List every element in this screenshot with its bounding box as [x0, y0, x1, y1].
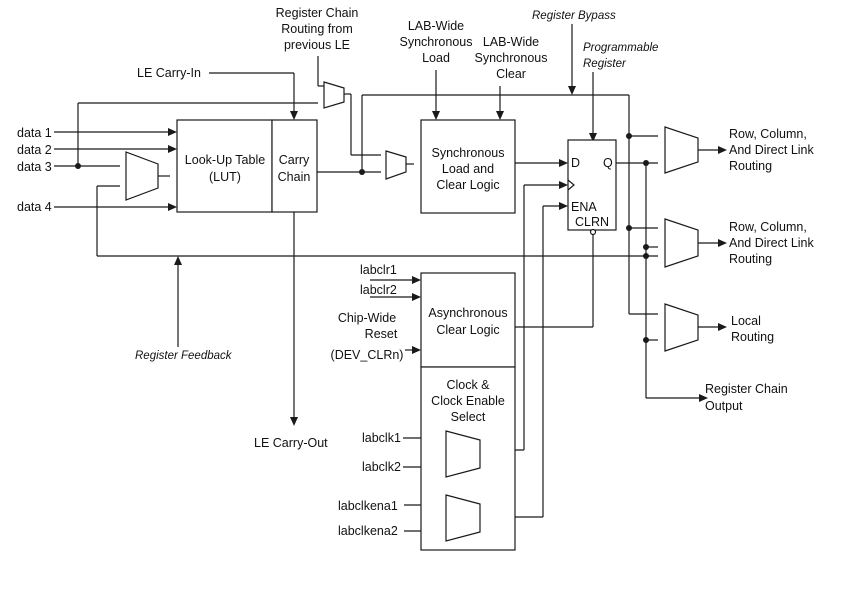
lut-label-2: (LUT): [209, 170, 241, 184]
labclkena2-label: labclkena2: [338, 524, 398, 538]
sync-clear-label-2: Synchronous: [475, 51, 548, 65]
chain-output-label-2: Output: [705, 399, 743, 413]
chain-routing-label-1: Register Chain: [276, 6, 359, 20]
local-output-label-2: Routing: [731, 330, 774, 344]
register-q-label: Q: [603, 156, 613, 170]
clock-select-label-2: Clock Enable: [431, 394, 505, 408]
sync-logic-block: [420, 119, 516, 214]
output-mux-row2: [664, 218, 699, 268]
wires: [54, 24, 720, 532]
local-output-label-1: Local: [731, 314, 761, 328]
lut-label-1: Look-Up Table: [185, 153, 265, 167]
async-logic-block: [420, 272, 516, 368]
sync-clear-label-3: Clear: [496, 67, 526, 81]
carry-in-label: LE Carry-In: [137, 66, 201, 80]
row2-output-label-1: Row, Column,: [729, 220, 807, 234]
sync-clear-label-1: LAB-Wide: [483, 35, 539, 49]
register-d-label: D: [571, 156, 580, 170]
row1-output-label-2: And Direct Link: [729, 143, 815, 157]
labclk1-label: labclk1: [362, 431, 401, 445]
sync-load-label-3: Load: [422, 51, 450, 65]
clock-select-label-1: Clock &: [446, 378, 490, 392]
chain-routing-label-2: Routing from: [281, 22, 353, 36]
row2-output-label-2: And Direct Link: [729, 236, 815, 250]
carry-out-label: LE Carry-Out: [254, 436, 328, 450]
sync-load-label-2: Synchronous: [400, 35, 473, 49]
chip-reset-label-2: Reset: [365, 327, 398, 341]
data1-label: data 1: [17, 126, 52, 140]
lut-block: [176, 119, 273, 213]
carry-label-1: Carry: [279, 153, 310, 167]
register-bypass-label: Register Bypass: [532, 10, 616, 22]
output-mux-row1: [664, 126, 699, 174]
row2-output-label-3: Routing: [729, 252, 772, 266]
row1-output-label-1: Row, Column,: [729, 127, 807, 141]
chain-select-mux: [323, 81, 345, 109]
data3-label: data 3: [17, 160, 52, 174]
sync-logic-label-3: Clear Logic: [436, 178, 499, 192]
labclk2-label: labclk2: [362, 460, 401, 474]
programmable-register-label-1: Programmable: [583, 42, 658, 54]
chip-reset-label-3: (DEV_CLRn): [331, 348, 404, 362]
clock-input-symbol: [567, 179, 575, 191]
labclr1-label: labclr1: [360, 263, 397, 277]
sync-logic-label-1: Synchronous: [432, 146, 505, 160]
clock-enable-mux: [445, 494, 481, 542]
output-mux-local: [664, 303, 699, 352]
junction-dots: [75, 133, 649, 343]
programmable-register-label-2: Register: [583, 58, 627, 70]
register-ena-label: ENA: [571, 200, 597, 214]
chip-reset-label-1: Chip-Wide: [338, 311, 396, 325]
clock-mux: [445, 430, 481, 478]
async-logic-label-2: Clear Logic: [436, 323, 499, 337]
clrn-bubble: [589, 228, 597, 236]
labclkena1-label: labclkena1: [338, 499, 398, 513]
async-logic-label-1: Asynchronous: [428, 306, 507, 320]
data2-label: data 2: [17, 143, 52, 157]
clock-select-label-3: Select: [451, 410, 486, 424]
carry-label-2: Chain: [278, 170, 311, 184]
data4-label: data 4: [17, 200, 52, 214]
chain-routing-label-3: previous LE: [284, 38, 350, 52]
labclr2-label: labclr2: [360, 283, 397, 297]
chain-output-label-1: Register Chain: [705, 382, 788, 396]
register-input-mux: [385, 150, 407, 180]
sync-logic-label-2: Load and: [442, 162, 494, 176]
carry-chain-block: [271, 119, 318, 213]
sync-load-label-1: LAB-Wide: [408, 19, 464, 33]
register-clrn-label: CLRN: [575, 215, 609, 229]
row1-output-label-3: Routing: [729, 159, 772, 173]
lut-input-mux: [125, 151, 159, 201]
register-feedback-label: Register Feedback: [135, 350, 233, 362]
